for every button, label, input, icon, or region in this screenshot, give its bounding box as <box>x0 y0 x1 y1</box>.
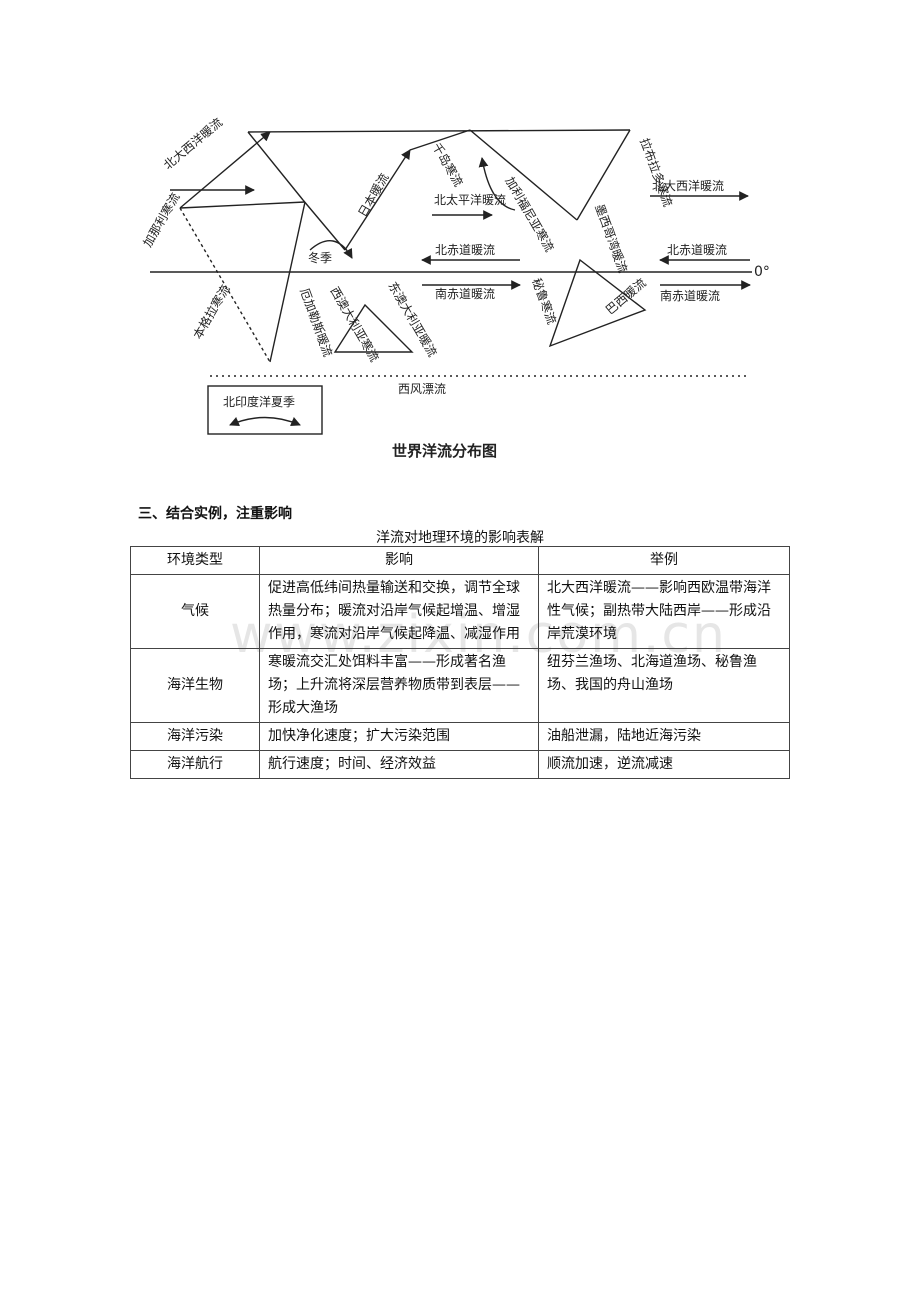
label-north-atlantic-drift: 北大西洋暖流 <box>160 115 225 173</box>
cell-example: 油船泄漏，陆地近海污染 <box>538 722 790 751</box>
cell-example: 纽芬兰渔场、北海道渔场、秘鲁渔场、我国的舟山渔场 <box>538 648 790 723</box>
current-line <box>302 199 346 251</box>
legend-box <box>207 385 323 435</box>
label-winter: 冬季 <box>308 250 332 265</box>
current-line <box>179 201 306 209</box>
table-row: 海洋航行 航行速度；时间、经济效益 顺流加速，逆流减速 <box>130 750 790 779</box>
current-line <box>247 129 631 133</box>
label-peru: 秘鲁寒流 <box>529 276 560 326</box>
world-ocean-currents-diagram: 北大西洋暖流 加那利寒流 本格拉寒流 冬季 厄加勒斯暖流 西澳大利亚寒流 东澳大… <box>140 115 770 460</box>
label-west-wind-drift: 西风漂流 <box>398 382 446 396</box>
cell-effect: 促进高低纬间热量输送和交换，调节全球热量分布；暖流对沿岸气候起增温、增湿作用，寒… <box>259 574 539 649</box>
current-line <box>229 416 301 427</box>
current-line <box>478 157 516 211</box>
current-line <box>179 207 271 363</box>
table-caption: 洋流对地理环境的影响表解 <box>376 530 544 546</box>
current-line <box>179 131 271 209</box>
cell-example: 顺流加速，逆流减速 <box>538 750 790 779</box>
cell-type: 海洋生物 <box>130 648 260 723</box>
legend-label: 北印度洋夏季 <box>223 394 295 409</box>
header-type: 环境类型 <box>130 546 260 575</box>
cell-example: 北大西洋暖流——影响西欧温带海洋性气候；副热带大陆西岸——形成沿岸荒漠环境 <box>538 574 790 649</box>
label-california: 加利福尼亚寒流 <box>502 174 557 254</box>
label-benguela: 本格拉寒流 <box>190 282 233 341</box>
label-agulhas: 厄加勒斯暖流 <box>297 286 335 358</box>
label-oyashio: 千岛寒流 <box>429 140 466 189</box>
label-kuroshio: 日本暖流 <box>355 171 391 220</box>
current-line <box>469 129 578 221</box>
section-heading: 三、结合实例，注重影响 <box>138 506 292 522</box>
table-row: 气候 促进高低纬间热量输送和交换，调节全球热量分布；暖流对沿岸气候起增温、增湿作… <box>130 574 790 649</box>
influence-table: 环境类型 影响 举例 气候 促进高低纬间热量输送和交换，调节全球热量分布；暖流对… <box>130 546 790 779</box>
label-equator: 0° <box>754 264 770 280</box>
label-north-equatorial-right: 北赤道暖流 <box>667 243 727 257</box>
table-header-row: 环境类型 影响 举例 <box>130 546 790 575</box>
header-effect: 影响 <box>259 546 539 575</box>
current-line <box>309 240 353 259</box>
cell-type: 海洋航行 <box>130 750 260 779</box>
label-canary: 加那利寒流 <box>140 190 183 249</box>
current-line <box>548 258 647 348</box>
label-north-equatorial: 北赤道暖流 <box>435 243 495 257</box>
current-line <box>576 129 631 221</box>
current-line <box>409 129 471 151</box>
table-row: 海洋污染 加快净化速度；扩大污染范围 油船泄漏，陆地近海污染 <box>130 722 790 751</box>
diagram-title: 世界洋流分布图 <box>392 442 497 460</box>
cell-effect: 加快净化速度；扩大污染范围 <box>259 722 539 751</box>
header-example: 举例 <box>538 546 790 575</box>
label-north-atlantic-right: 北大西洋暖流 <box>652 178 724 193</box>
current-line <box>344 149 411 251</box>
current-line <box>269 201 306 363</box>
table-row: 海洋生物 寒暖流交汇处饵料丰富——形成著名渔场；上升流将深层营养物质带到表层——… <box>130 648 790 723</box>
label-south-equatorial: 南赤道暖流 <box>435 286 495 301</box>
current-line <box>333 303 414 353</box>
label-east-australian: 东澳大利亚暖流 <box>385 280 439 360</box>
label-south-equatorial-right: 南赤道暖流 <box>660 288 720 303</box>
label-north-pacific: 北太平洋暖流 <box>434 192 506 207</box>
cell-type: 气候 <box>130 574 260 649</box>
cell-type: 海洋污染 <box>130 722 260 751</box>
cell-effect: 寒暖流交汇处饵料丰富——形成著名渔场；上升流将深层营养物质带到表层——形成大渔场 <box>259 648 539 723</box>
label-gulf-stream: 墨西哥湾暖流 <box>592 202 631 275</box>
label-labrador: 拉布拉多寒流 <box>637 136 676 209</box>
current-line <box>247 131 304 201</box>
cell-effect: 航行速度；时间、经济效益 <box>259 750 539 779</box>
